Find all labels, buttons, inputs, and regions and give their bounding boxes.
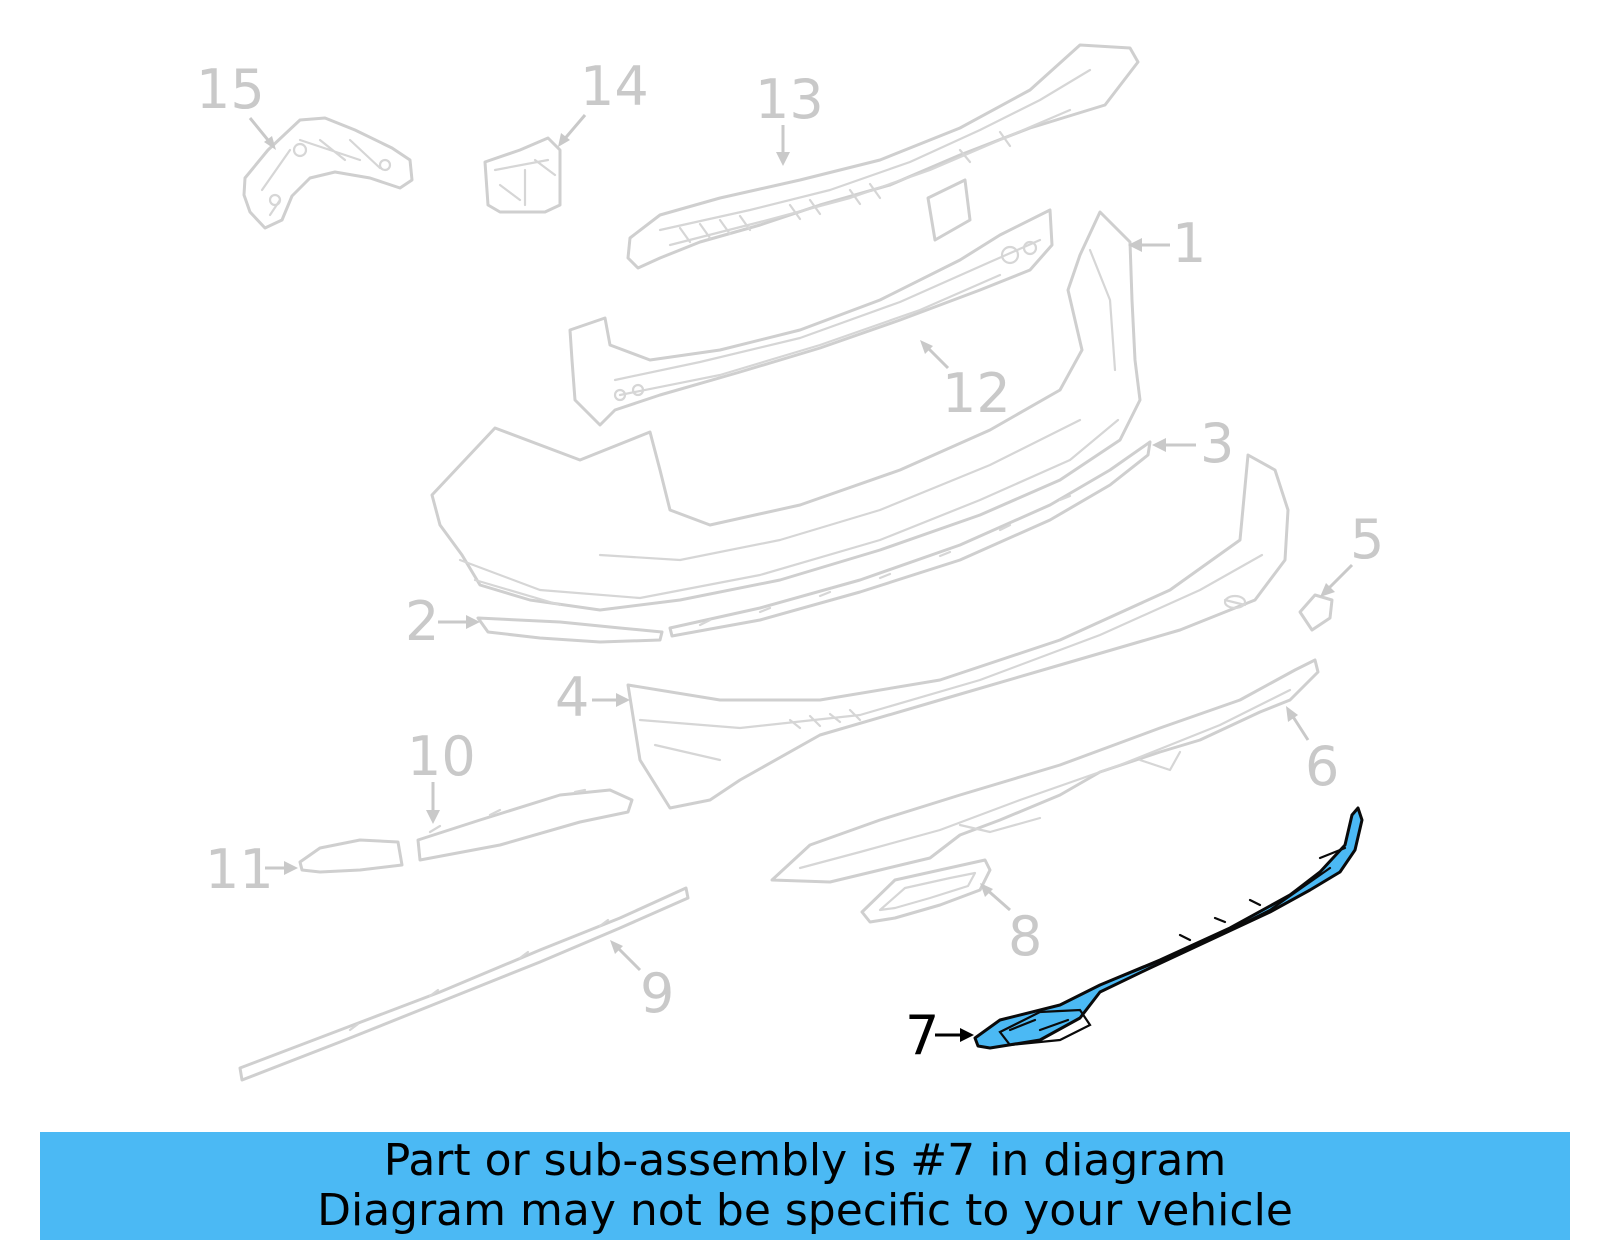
callout-label-8: 8 [1008,905,1042,968]
callout-label-7: 7 [905,1004,939,1067]
callout-13: 13 [755,68,824,166]
callout-11: 11 [205,838,298,901]
callout-label-12: 12 [942,362,1011,425]
callout-2: 2 [405,590,480,653]
callout-label-11: 11 [205,838,274,901]
part-4-lower-bumper [626,453,1290,810]
banner-line-2: Diagram may not be specific to your vehi… [317,1185,1293,1236]
part-12-impact-bar [568,178,1054,427]
callout-8: 8 [980,883,1042,968]
part-11-trim [298,838,404,874]
part-6-diffuser [770,658,1320,884]
callout-15: 15 [196,58,276,150]
parts-diagram: 1 2 3 4 5 6 7 8 9 10 11 12 [196,43,1384,1082]
callout-label-2: 2 [405,590,439,653]
callout-12: 12 [920,340,1011,425]
part-8-exhaust-trim [860,858,992,924]
callout-label-14: 14 [580,55,649,118]
part-13-reinforcement [626,43,1140,270]
callout-7: 7 [905,1004,974,1067]
callout-10: 10 [407,725,476,824]
callout-9: 9 [610,940,674,1025]
banner-line-1: Part or sub-assembly is #7 in diagram [383,1135,1227,1186]
info-banner: Part or sub-assembly is #7 in diagram Di… [40,1132,1570,1240]
part-10-trim [416,788,634,862]
part-2-reflector [476,616,664,644]
callout-label-6: 6 [1305,735,1339,798]
part-9-molding [238,886,690,1082]
callout-4: 4 [555,666,630,729]
callout-3: 3 [1152,412,1234,475]
part-7-valance-highlighted [973,806,1364,1050]
part-5-clip [1298,593,1334,632]
callout-14: 14 [558,55,649,147]
callout-label-13: 13 [755,68,824,131]
part-14-bracket [483,136,562,214]
callout-label-3: 3 [1200,412,1234,475]
callout-5: 5 [1320,508,1384,597]
callout-6: 6 [1286,706,1339,798]
callout-1: 1 [1128,212,1206,275]
callout-label-15: 15 [196,58,265,121]
callout-label-4: 4 [555,666,589,729]
part-1-bumper-cover [430,210,1142,612]
part-15-bracket [242,116,414,230]
part-3-strip [668,440,1152,638]
callout-label-1: 1 [1172,212,1206,275]
callout-label-5: 5 [1350,508,1384,571]
callout-label-9: 9 [640,962,674,1025]
callout-label-10: 10 [407,725,476,788]
